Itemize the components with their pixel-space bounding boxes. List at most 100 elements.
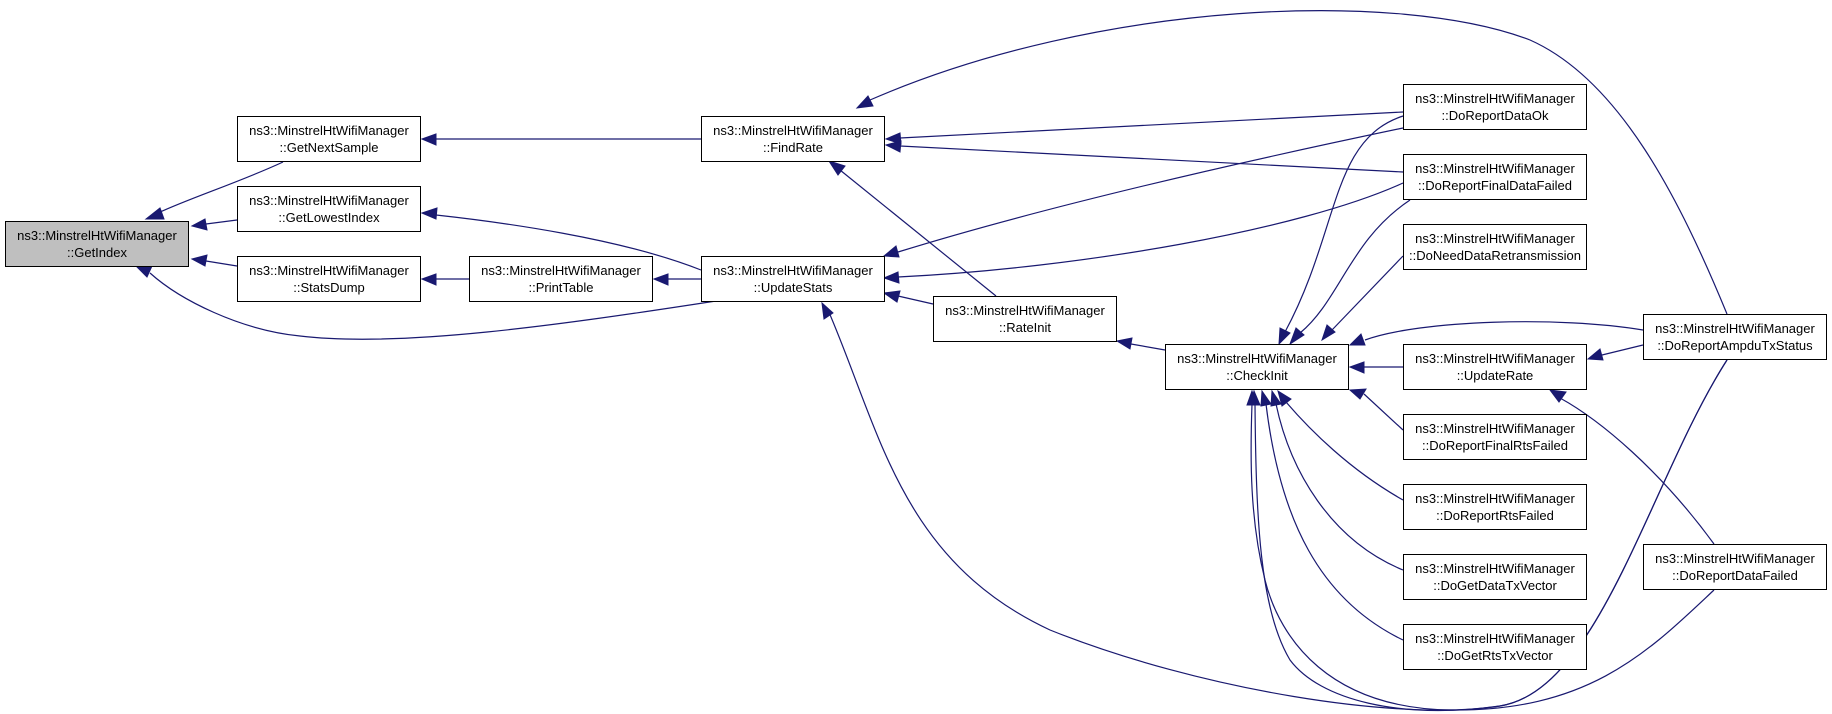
node-print-table-line1: ns3::MinstrelHtWifiManager	[481, 263, 641, 278]
node-do-report-rts-failed[interactable]: ns3::MinstrelHtWifiManager ::DoReportRts…	[1403, 484, 1587, 530]
edge-doreportrtsfailed-checkinit-arrowhead	[1277, 389, 1292, 407]
edge-getlowestindex-getindex	[205, 219, 238, 225]
edge-doreportfinaldatafailed-findrate	[899, 145, 1404, 173]
node-do-need-data-retransmission[interactable]: ns3::MinstrelHtWifiManager ::DoNeedDataR…	[1403, 224, 1587, 270]
node-do-report-ampdu-tx-status-line1: ns3::MinstrelHtWifiManager	[1655, 321, 1815, 336]
node-do-report-data-failed-line1: ns3::MinstrelHtWifiManager	[1655, 551, 1815, 566]
edge-updatestats-getindex	[149, 272, 717, 340]
node-do-get-data-tx-vector-line2: ::DoGetDataTxVector	[1433, 578, 1557, 593]
edge-doreportdataok-updatestats	[897, 127, 1404, 253]
edge-doreportampdutxstatus-updaterate-arrowhead	[1586, 348, 1604, 361]
edge-doreportampdutxstatus-updatestats-arrowhead	[821, 301, 834, 320]
node-get-next-sample[interactable]: ns3::MinstrelHtWifiManager ::GetNextSamp…	[237, 116, 421, 162]
edge-doreportdatafailed-checkinit-arrowhead	[1246, 389, 1258, 406]
edge-checkinit-rateinit-arrowhead	[1115, 337, 1133, 350]
node-check-init-line1: ns3::MinstrelHtWifiManager	[1177, 351, 1337, 366]
node-get-lowest-index[interactable]: ns3::MinstrelHtWifiManager ::GetLowestIn…	[237, 186, 421, 232]
edge-updaterate-checkinit-arrowhead	[1348, 361, 1365, 374]
node-stats-dump-line2: ::StatsDump	[293, 280, 365, 295]
node-update-rate-line1: ns3::MinstrelHtWifiManager	[1415, 351, 1575, 366]
node-do-report-ampdu-tx-status-line2: ::DoReportAmpduTxStatus	[1657, 338, 1813, 353]
edge-getnextsample-getindex	[157, 161, 284, 214]
edge-doreportfinaldatafailed-updatestats	[897, 182, 1404, 278]
edge-doreportdataok-findrate-arrowhead	[884, 132, 902, 145]
node-update-rate[interactable]: ns3::MinstrelHtWifiManager ::UpdateRate	[1403, 344, 1587, 390]
node-do-report-final-rts-failed-line2: ::DoReportFinalRtsFailed	[1422, 438, 1568, 453]
node-do-report-final-data-failed-line1: ns3::MinstrelHtWifiManager	[1415, 161, 1575, 176]
node-do-need-data-retransmission-line2: ::DoNeedDataRetransmission	[1409, 248, 1581, 263]
node-get-index-line2: ::GetIndex	[67, 245, 127, 260]
node-update-rate-line2: ::UpdateRate	[1456, 368, 1534, 383]
node-find-rate-line1: ns3::MinstrelHtWifiManager	[713, 123, 873, 138]
edge-doneeddataretransmission-checkinit-arrowhead	[1321, 324, 1336, 342]
edge-doreportdataok-checkinit	[1284, 115, 1404, 333]
edge-doreportfinaldatafailed-findrate-arrowhead	[884, 140, 902, 153]
node-do-get-rts-tx-vector[interactable]: ns3::MinstrelHtWifiManager ::DoGetRtsTxV…	[1403, 624, 1587, 670]
edge-dogetrtstxvector-checkinit	[1265, 403, 1404, 641]
node-do-report-data-ok[interactable]: ns3::MinstrelHtWifiManager ::DoReportDat…	[1403, 84, 1587, 130]
node-stats-dump[interactable]: ns3::MinstrelHtWifiManager ::StatsDump	[237, 256, 421, 302]
node-stats-dump-line1: ns3::MinstrelHtWifiManager	[249, 263, 409, 278]
edge-doreportfinalrtsfailed-checkinit-arrowhead	[1348, 388, 1367, 400]
node-get-next-sample-line1: ns3::MinstrelHtWifiManager	[249, 123, 409, 138]
node-do-get-data-tx-vector[interactable]: ns3::MinstrelHtWifiManager ::DoGetDataTx…	[1403, 554, 1587, 600]
node-rate-init-line1: ns3::MinstrelHtWifiManager	[945, 303, 1105, 318]
node-do-report-data-failed[interactable]: ns3::MinstrelHtWifiManager ::DoReportDat…	[1643, 544, 1827, 590]
node-do-get-data-tx-vector-line1: ns3::MinstrelHtWifiManager	[1415, 561, 1575, 576]
edge-doreportfinalrtsfailed-checkinit	[1363, 393, 1404, 431]
node-get-lowest-index-line2: ::GetLowestIndex	[278, 210, 380, 225]
edge-rateinit-findrate	[839, 169, 997, 297]
node-print-table-line2: ::PrintTable	[528, 280, 594, 295]
node-do-report-final-rts-failed-line1: ns3::MinstrelHtWifiManager	[1415, 421, 1575, 436]
edge-doreportampdutxstatus-updaterate	[1601, 344, 1644, 356]
node-do-report-rts-failed-line1: ns3::MinstrelHtWifiManager	[1415, 491, 1575, 506]
node-do-report-final-rts-failed[interactable]: ns3::MinstrelHtWifiManager ::DoReportFin…	[1403, 414, 1587, 460]
edge-dogetdatatxvector-checkinit-arrowhead	[1270, 389, 1282, 407]
edge-doreportfinaldatafailed-updatestats-arrowhead	[882, 271, 900, 284]
edge-doreportampdutxstatus-findrate-arrowhead	[855, 95, 874, 109]
node-find-rate[interactable]: ns3::MinstrelHtWifiManager ::FindRate	[701, 116, 885, 162]
edge-doreportrtsfailed-checkinit	[1285, 401, 1404, 501]
edge-statsdump-getindex-arrowhead	[190, 254, 208, 267]
edge-updatestats-getindex-arrowhead	[134, 265, 153, 278]
node-do-report-rts-failed-line2: ::DoReportRtsFailed	[1436, 508, 1554, 523]
edge-getlowestindex-getindex-arrowhead	[190, 218, 208, 231]
node-print-table[interactable]: ns3::MinstrelHtWifiManager ::PrintTable	[469, 256, 653, 302]
edge-doreportdatafailed-checkinit	[1250, 403, 1715, 711]
edge-doreportampdutxstatus-checkinit	[1364, 321, 1644, 341]
node-update-stats[interactable]: ns3::MinstrelHtWifiManager ::UpdateStats	[701, 256, 885, 302]
edge-doreportdataok-checkinit-arrowhead	[1278, 327, 1291, 346]
edge-statsdump-getindex	[205, 260, 238, 267]
node-do-report-data-ok-line1: ns3::MinstrelHtWifiManager	[1415, 91, 1575, 106]
edge-doreportfinaldatafailed-checkinit	[1299, 199, 1411, 334]
edge-dogetrtstxvector-checkinit-arrowhead	[1260, 389, 1272, 407]
node-do-report-data-failed-line2: ::DoReportDataFailed	[1672, 568, 1798, 583]
node-do-report-final-data-failed-line2: ::DoReportFinalDataFailed	[1418, 178, 1572, 193]
edge-rateinit-updatestats-arrowhead	[882, 290, 901, 303]
edge-doreportfinaldatafailed-checkinit-arrowhead	[1289, 327, 1305, 346]
edge-rateinit-updatestats	[897, 295, 934, 305]
edge-updatestats-getlowestindex-arrowhead	[420, 207, 438, 220]
node-get-index: ns3::MinstrelHtWifiManager ::GetIndex	[5, 221, 189, 267]
node-rate-init-line2: ::RateInit	[998, 320, 1052, 335]
node-rate-init[interactable]: ns3::MinstrelHtWifiManager ::RateInit	[933, 296, 1117, 342]
node-check-init[interactable]: ns3::MinstrelHtWifiManager ::CheckInit	[1165, 344, 1349, 390]
edge-doreportampdutxstatus-checkinit-low	[1254, 359, 1728, 711]
edge-checkinit-rateinit	[1130, 343, 1166, 351]
node-do-get-rts-tx-vector-line2: ::DoGetRtsTxVector	[1437, 648, 1553, 663]
edge-getnextsample-getindex-arrowhead	[144, 207, 165, 220]
node-update-stats-line1: ns3::MinstrelHtWifiManager	[713, 263, 873, 278]
node-do-report-final-data-failed[interactable]: ns3::MinstrelHtWifiManager ::DoReportFin…	[1403, 154, 1587, 200]
node-get-index-line1: ns3::MinstrelHtWifiManager	[17, 228, 177, 243]
node-do-need-data-retransmission-line1: ns3::MinstrelHtWifiManager	[1415, 231, 1575, 246]
node-do-get-rts-tx-vector-line1: ns3::MinstrelHtWifiManager	[1415, 631, 1575, 646]
edge-doreportdatafailed-updaterate	[1559, 397, 1715, 545]
edge-printtable-statsdump-arrowhead	[420, 273, 437, 286]
edge-rateinit-findrate-arrowhead	[827, 160, 846, 176]
edge-doreportdataok-updatestats-arrowhead	[882, 245, 900, 258]
node-get-next-sample-line2: ::GetNextSample	[279, 140, 379, 155]
node-get-lowest-index-line1: ns3::MinstrelHtWifiManager	[249, 193, 409, 208]
edge-doreportampdutxstatus-checkinit-arrowhead	[1348, 333, 1366, 346]
node-do-report-ampdu-tx-status[interactable]: ns3::MinstrelHtWifiManager ::DoReportAmp…	[1643, 314, 1827, 360]
